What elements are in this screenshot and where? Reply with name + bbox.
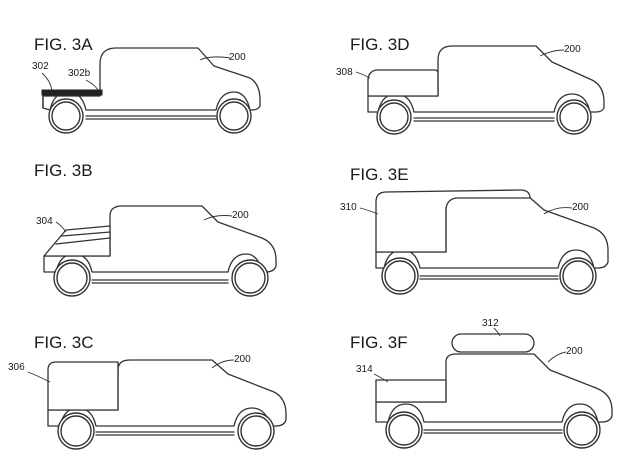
leader-200 bbox=[211, 359, 235, 369]
front-wheel-rim bbox=[566, 414, 598, 446]
front-wheel-rim bbox=[240, 415, 272, 447]
truck-body bbox=[375, 353, 613, 423]
ref-label-200: 200 bbox=[229, 52, 246, 63]
leader-308 bbox=[355, 71, 371, 79]
roof-cargo-pod bbox=[451, 333, 535, 353]
leader-200 bbox=[203, 215, 233, 221]
cover-rib bbox=[61, 231, 111, 237]
figure-3a-title: FIG. 3A bbox=[34, 35, 93, 54]
ref-label-200: 200 bbox=[234, 354, 251, 365]
leader-200 bbox=[199, 56, 231, 61]
box-bed-cover bbox=[47, 361, 119, 411]
truck-3f bbox=[375, 333, 613, 449]
truck-3a bbox=[41, 47, 261, 134]
rear-wheel-rim bbox=[51, 101, 81, 131]
figure-3d-title: FIG. 3D bbox=[350, 35, 410, 54]
sloped-bed-cover bbox=[43, 225, 111, 257]
ref-label-304: 304 bbox=[36, 216, 53, 227]
front-wheel-rim bbox=[219, 101, 249, 131]
ref-label-302: 302 bbox=[32, 61, 49, 72]
figure-3c: FIG. 3C 200 306 bbox=[8, 333, 287, 450]
leader-314 bbox=[373, 373, 389, 383]
front-wheel-rim bbox=[562, 260, 594, 292]
rear-wheel-rim bbox=[384, 260, 416, 292]
rounded-bed-cover bbox=[367, 69, 439, 97]
leader-200 bbox=[539, 49, 565, 57]
ref-label-200: 200 bbox=[572, 202, 589, 213]
ref-label-308: 308 bbox=[336, 67, 353, 78]
leader-304 bbox=[55, 221, 67, 233]
ref-label-306: 306 bbox=[8, 362, 25, 373]
front-wheel-rim bbox=[559, 102, 589, 132]
truck-3d bbox=[367, 45, 605, 135]
truck-3e bbox=[375, 189, 609, 295]
figure-3e-title: FIG. 3E bbox=[350, 165, 409, 184]
truck-3c bbox=[47, 359, 287, 450]
ref-label-314: 314 bbox=[356, 364, 373, 375]
camper-shell bbox=[375, 189, 531, 253]
rear-wheel-rim bbox=[60, 415, 92, 447]
rear-wheel-rim bbox=[388, 414, 420, 446]
ref-label-200: 200 bbox=[566, 346, 583, 357]
leader-312 bbox=[493, 327, 501, 337]
rear-wheel-rim bbox=[56, 262, 88, 294]
leader-302 bbox=[41, 72, 53, 91]
leader-200 bbox=[543, 207, 573, 215]
bed-cargo-box bbox=[375, 379, 447, 403]
rear-wheel-rim bbox=[379, 102, 409, 132]
leader-302b bbox=[85, 79, 99, 91]
cover-rib bbox=[55, 237, 111, 245]
leader-306 bbox=[27, 371, 51, 383]
front-wheel-rim bbox=[234, 262, 266, 294]
figure-3c-title: FIG. 3C bbox=[34, 333, 94, 352]
ref-label-312: 312 bbox=[482, 318, 499, 329]
flat-bed-cover bbox=[41, 89, 103, 96]
ref-label-302b: 302b bbox=[68, 68, 91, 79]
figure-3f: FIG. 3F 200 312 314 bbox=[350, 318, 613, 449]
truck-3b bbox=[43, 205, 277, 297]
leader-310 bbox=[359, 207, 379, 215]
figure-3e: FIG. 3E 200 310 bbox=[340, 165, 609, 295]
ref-label-200: 200 bbox=[232, 210, 249, 221]
figure-3b-title: FIG. 3B bbox=[34, 161, 93, 180]
ref-label-310: 310 bbox=[340, 202, 357, 213]
figure-3f-title: FIG. 3F bbox=[350, 333, 408, 352]
figure-3b: FIG. 3B 200 304 bbox=[34, 161, 277, 297]
leader-200 bbox=[547, 351, 567, 363]
figure-3d: FIG. 3D 200 308 bbox=[336, 35, 605, 135]
figure-3a: FIG. 3A 200 302 302b bbox=[32, 35, 261, 134]
ref-label-200: 200 bbox=[564, 44, 581, 55]
